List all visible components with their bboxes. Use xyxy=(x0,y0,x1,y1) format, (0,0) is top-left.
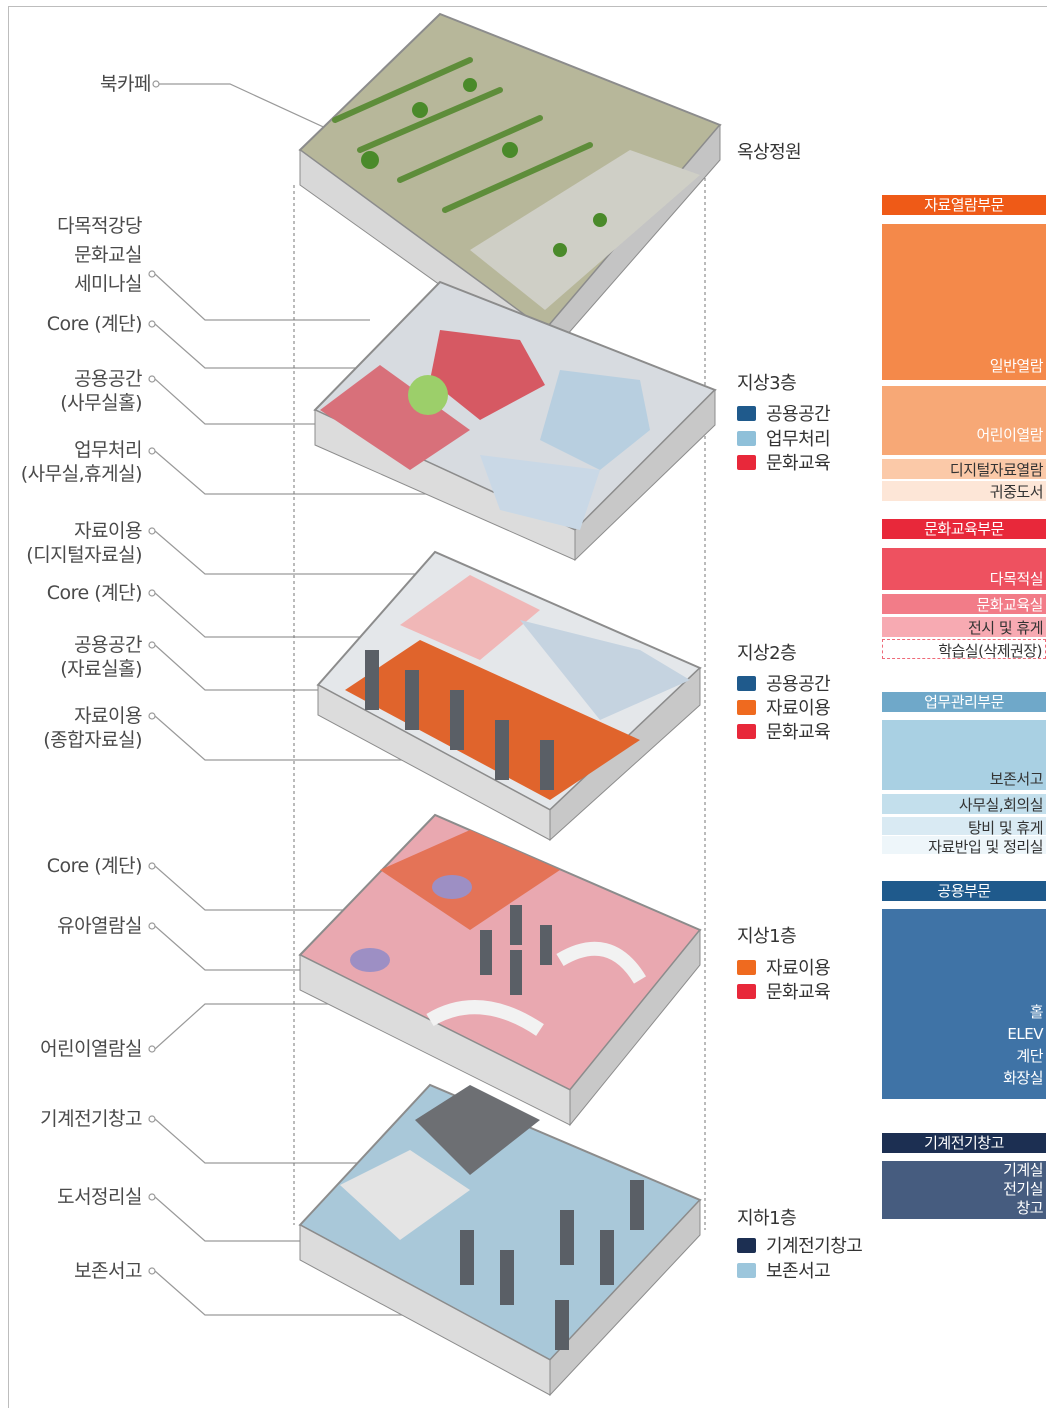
legend-3f-work: 업무처리 xyxy=(737,425,831,451)
callout-use-digital-line2: (디지털자료실) xyxy=(26,544,142,566)
callout-common-3f: 공용공간 (사무실홀) xyxy=(60,367,142,415)
block-mech: 기계실 전기실 창고 xyxy=(882,1161,1046,1219)
legend-2f-culture: 문화교육 xyxy=(737,718,831,744)
callout-use-general-line2: (종합자료실) xyxy=(43,729,142,751)
callout-common-2f: 공용공간 (자료실홀) xyxy=(60,633,142,681)
legend-2f-use: 자료이용 xyxy=(737,694,831,720)
floor-title-1f: 지상1층 xyxy=(737,926,797,947)
callout-bookcafe: 북카페 xyxy=(100,73,151,95)
swatch-culture xyxy=(737,723,756,739)
callout-archive: 보존서고 xyxy=(74,1260,142,1282)
callout-common-3f-line2: (사무실홀) xyxy=(60,392,142,414)
block-children-reading: 어린이열람 xyxy=(882,386,1046,455)
floor-title-roof: 옥상정원 xyxy=(737,142,802,163)
callout-core-2f: Core (계단) xyxy=(46,582,143,604)
callout-work: 업무처리 (사무실,휴게실) xyxy=(20,438,143,486)
swatch-use xyxy=(737,699,756,715)
callout-use-digital-line1: 자료이용 xyxy=(74,520,142,542)
callout-book-proc: 도서정리실 xyxy=(57,1186,142,1208)
page-frame xyxy=(8,6,1047,1408)
block-rare-books: 귀중도서 xyxy=(882,481,1046,501)
floor-title-3f: 지상3층 xyxy=(737,373,797,394)
legend-1f-use: 자료이용 xyxy=(737,954,831,980)
callout-child: 어린이열람실 xyxy=(40,1038,142,1060)
callout-use-general-line1: 자료이용 xyxy=(74,705,142,727)
callout-work-line2: (사무실,휴게실) xyxy=(20,463,143,485)
floor-title-b1: 지하1층 xyxy=(737,1208,797,1229)
callout-use-digital: 자료이용 (디지털자료실) xyxy=(26,519,142,567)
callout-culture-room: 문화교실 xyxy=(74,244,142,266)
block-digital-reading: 디지털자료열람 xyxy=(882,459,1046,479)
callout-common-2f-line2: (자료실홀) xyxy=(60,658,142,680)
floor-title-2f: 지상2층 xyxy=(737,643,797,664)
block-exhibit-rest: 전시 및 휴게 xyxy=(882,617,1046,637)
swatch-common xyxy=(737,675,756,691)
swatch-culture xyxy=(737,454,756,470)
block-intake: 자료반입 및 정리실 xyxy=(882,836,1046,856)
callout-core-3f: Core (계단) xyxy=(46,313,143,335)
block-general-reading: 일반열람 xyxy=(882,224,1046,380)
block-office: 사무실,회의실 xyxy=(882,794,1046,814)
block-multipurpose: 다목적실 xyxy=(882,548,1046,590)
swatch-use xyxy=(737,959,756,975)
floor-2-plan xyxy=(316,550,702,842)
section-head-reading: 자료열람부문 xyxy=(882,195,1046,215)
callout-common-3f-line1: 공용공간 xyxy=(74,368,142,390)
section-head-mech: 기계전기창고 xyxy=(882,1133,1046,1153)
legend-3f-culture: 문화교육 xyxy=(737,449,831,475)
block-culture-class: 문화교육실 xyxy=(882,594,1046,614)
floor-3-plan xyxy=(313,280,717,562)
block-common: 홀 ELEV 계단 화장실 xyxy=(882,909,1046,1099)
legend-2f-common: 공용공간 xyxy=(737,670,831,696)
block-archive: 보존서고 xyxy=(882,720,1046,790)
section-head-common: 공용부문 xyxy=(882,881,1046,901)
callout-core-1f: Core (계단) xyxy=(46,855,143,877)
basement-plan xyxy=(298,1083,702,1397)
legend-b1-mech: 기계전기창고 xyxy=(737,1232,863,1258)
roof-garden-floor xyxy=(298,12,722,362)
section-head-admin: 업무관리부문 xyxy=(882,692,1046,712)
swatch-common xyxy=(737,405,756,421)
floor-1-plan xyxy=(298,813,702,1127)
swatch-culture xyxy=(737,983,756,999)
legend-3f-common: 공용공간 xyxy=(737,400,831,426)
callout-work-line1: 업무처리 xyxy=(74,439,142,461)
callout-3f-rooms: 다목적강당 문화교실 세미나실 xyxy=(57,212,142,299)
callout-multi-hall: 다목적강당 xyxy=(57,215,142,237)
swatch-work xyxy=(737,430,756,446)
callout-infant: 유아열람실 xyxy=(57,915,142,937)
block-pantry: 탕비 및 휴게 xyxy=(882,817,1046,837)
swatch-archive xyxy=(737,1262,756,1278)
legend-1f-culture: 문화교육 xyxy=(737,978,831,1004)
callout-use-general: 자료이용 (종합자료실) xyxy=(43,704,142,752)
callout-mech: 기계전기창고 xyxy=(40,1108,142,1130)
legend-b1-archive: 보존서고 xyxy=(737,1257,831,1283)
swatch-mech xyxy=(737,1237,756,1253)
callout-seminar: 세미나실 xyxy=(74,273,142,295)
callout-common-2f-line1: 공용공간 xyxy=(74,634,142,656)
section-head-culture: 문화교육부문 xyxy=(882,519,1046,539)
block-study-room: 학습실(삭제권장) xyxy=(882,639,1046,660)
